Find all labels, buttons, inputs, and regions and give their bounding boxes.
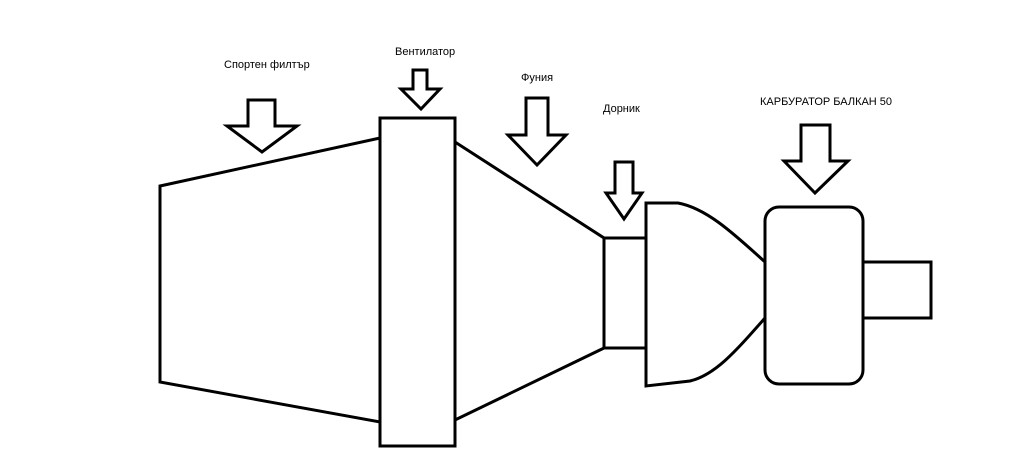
dornik-shape	[602, 236, 648, 350]
adapter-shape	[644, 201, 767, 388]
carburetor-label: КАРБУРАТОР БАЛКАН 50	[760, 96, 893, 108]
carburetor-outlet-shape	[861, 260, 933, 320]
sport-filter-shape	[158, 136, 382, 424]
sport-filter-label: Спортен филтър	[224, 59, 310, 71]
dornik-arrow-icon	[603, 160, 645, 222]
fan-label: Вентилатор	[395, 46, 456, 58]
carburetor-arrow-icon	[780, 123, 852, 196]
funnel-label: Фуния	[521, 72, 554, 84]
dornik-label: Дорник	[603, 103, 640, 115]
funnel-arrow-icon	[504, 96, 570, 168]
sport-filter-arrow-icon	[222, 98, 302, 154]
carburetor-shape	[763, 205, 865, 386]
fan-shape	[378, 116, 457, 448]
fan-arrow-icon	[397, 68, 444, 112]
funnel-shape	[453, 139, 606, 423]
